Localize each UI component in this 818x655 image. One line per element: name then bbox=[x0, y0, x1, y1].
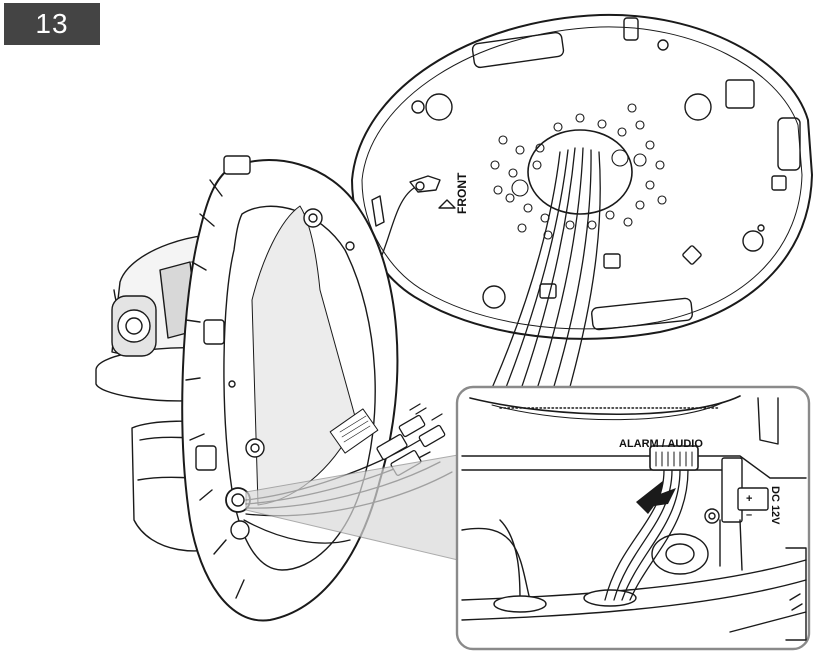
dc-plus-label: + bbox=[746, 493, 752, 505]
insert-arrow-icon bbox=[636, 480, 676, 514]
dc-12v-label: DC 12V bbox=[769, 486, 781, 525]
dc-minus-label: – bbox=[746, 509, 752, 521]
mounting-base-plate bbox=[351, 13, 813, 340]
step-number-badge: 13 bbox=[4, 3, 100, 45]
alarm-audio-label: ALARM / AUDIO bbox=[619, 438, 703, 450]
cable-bundle bbox=[491, 147, 601, 395]
dome-housing bbox=[181, 155, 399, 622]
front-label: FRONT bbox=[455, 172, 469, 214]
callout-detail bbox=[455, 385, 811, 651]
